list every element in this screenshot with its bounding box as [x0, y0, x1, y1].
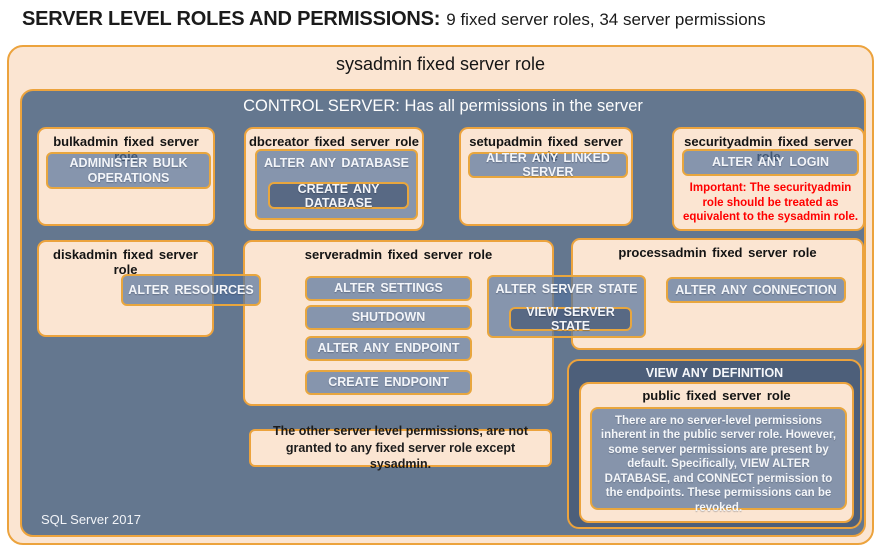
serveradmin-title: serveradmin fixed server role — [304, 247, 493, 262]
sysadmin-role-label: sysadmin fixed server role — [335, 54, 546, 74]
control-server-container: CONTROL SERVER: Has all permissions in t… — [20, 89, 866, 537]
control-server-label: CONTROL SERVER: Has all permissions in t… — [243, 97, 643, 115]
permission-alter-any-connection: ALTER ANY CONNECTION — [666, 277, 846, 303]
permission-shutdown: SHUTDOWN — [305, 305, 472, 330]
role-box-setupadmin: setupadmin fixed server role ALTER ANY L… — [459, 127, 633, 226]
view-any-definition-label: VIEW ANY DEFINITION — [645, 366, 784, 380]
page-title-main: SERVER LEVEL ROLES AND PERMISSIONS: — [22, 8, 441, 30]
permission-alter-server-state-label: ALTER SERVER STATE — [495, 282, 638, 296]
securityadmin-warning-note: Important: The securityadmin role should… — [682, 182, 859, 224]
role-box-public: public fixed server role There are no se… — [579, 382, 854, 523]
dbcreator-title: dbcreator fixed server role — [248, 134, 420, 149]
permission-alter-any-endpoint: ALTER ANY ENDPOINT — [305, 336, 472, 361]
permission-alter-server-state: ALTER SERVER STATE VIEW SERVER STATE — [487, 275, 646, 338]
permission-alter-any-linked-server: ALTER ANY LINKED SERVER — [468, 151, 628, 179]
permission-create-endpoint: CREATE ENDPOINT — [305, 370, 472, 395]
public-title: public fixed server role — [642, 388, 791, 403]
permission-alter-any-database: ALTER ANY DATABASE CREATE ANY DATABASE — [255, 149, 418, 220]
sql-server-version-label: SQL Server 2017 — [41, 512, 141, 527]
permission-administer-bulk-operations: ADMINISTER BULK OPERATIONS — [46, 152, 211, 189]
permission-view-server-state: VIEW SERVER STATE — [509, 305, 632, 333]
diskadmin-title: diskadmin fixed server role — [53, 247, 198, 277]
permission-alter-any-database-label: ALTER ANY DATABASE — [264, 156, 409, 170]
role-box-dbcreator: dbcreator fixed server role ALTER ANY DA… — [244, 127, 424, 231]
public-role-description: There are no server-level permissions in… — [590, 407, 847, 514]
page-title-subtitle: 9 fixed server roles, 34 server permissi… — [446, 10, 766, 29]
permission-create-any-database: CREATE ANY DATABASE — [268, 182, 409, 210]
permission-alter-settings: ALTER SETTINGS — [305, 276, 472, 301]
permission-view-any-definition: VIEW ANY DEFINITION public fixed server … — [567, 359, 862, 529]
role-box-securityadmin: securityadmin fixed server role ALTER AN… — [672, 127, 865, 231]
sysadmin-role-container: sysadmin fixed server role CONTROL SERVE… — [7, 45, 874, 545]
role-box-bulkadmin: bulkadmin fixed server role ADMINISTER B… — [37, 127, 215, 226]
page-title: SERVER LEVEL ROLES AND PERMISSIONS: 9 fix… — [22, 8, 766, 31]
processadmin-title: processadmin fixed server role — [618, 245, 817, 260]
other-permissions-note: The other server level permissions, are … — [249, 424, 552, 471]
permission-alter-resources: ALTER RESOURCES — [121, 274, 261, 306]
permission-alter-any-login: ALTER ANY LOGIN — [682, 149, 859, 176]
